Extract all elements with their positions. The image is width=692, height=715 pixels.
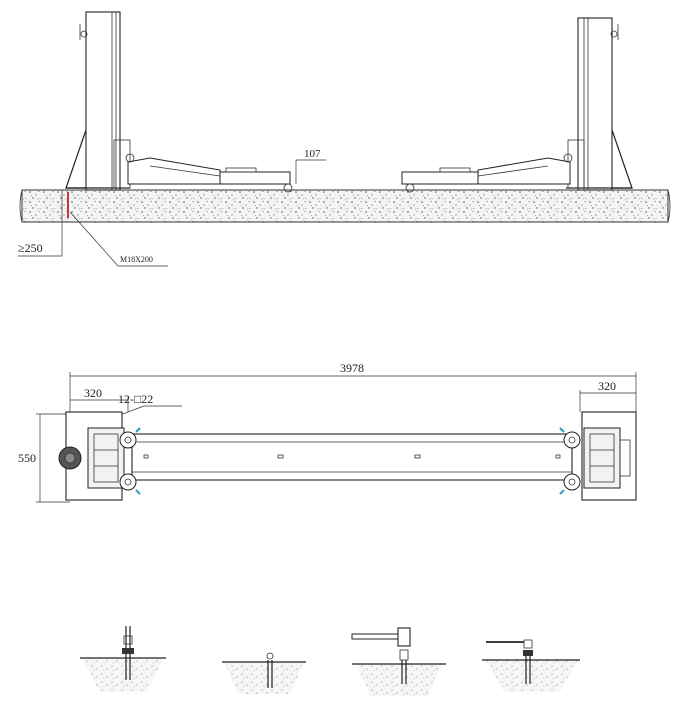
dim-depth: 550	[18, 413, 70, 503]
dim-depth-label: 550	[18, 451, 36, 465]
dim-overall-width: 3978	[69, 361, 637, 412]
right-column-plan	[559, 427, 631, 495]
dim-left-span-label: 320	[84, 386, 102, 400]
dim-overall-width-label: 3978	[340, 361, 364, 375]
dim-right-span: 320	[579, 379, 636, 412]
right-lift-arm	[401, 153, 573, 193]
step-4	[482, 639, 580, 692]
dim-anchor-depth: ≥250	[18, 189, 68, 257]
drill-bolt-icon	[122, 626, 134, 680]
floor-cover-rail	[131, 433, 573, 481]
step-1	[80, 626, 166, 692]
bolt-spec-label: M18X200	[120, 255, 153, 264]
step-2	[222, 652, 306, 694]
concrete-slab	[21, 189, 669, 223]
left-column	[65, 11, 131, 191]
dim-arm-height: 107	[295, 148, 326, 184]
step-3	[351, 627, 446, 696]
dim-left-span: 320	[70, 386, 129, 412]
installation-steps	[80, 626, 580, 696]
dim-anchor-depth-label: ≥250	[18, 241, 43, 255]
wrench-bolt-icon	[486, 639, 533, 684]
right-column	[566, 17, 633, 191]
left-column-plan	[58, 427, 141, 495]
insert-bolt-icon	[266, 652, 274, 688]
bolt-spec-leader: M18X200	[69, 211, 168, 267]
plan-view: 3978 320 320 12-□22 550	[18, 361, 637, 503]
elevation-view: 107 ≥250 M18X200	[18, 11, 671, 267]
hammer-bolt-icon	[351, 627, 411, 684]
dim-bolt-holes-label: 12-□22	[118, 392, 153, 406]
left-lift-arm	[125, 153, 293, 193]
dim-arm-height-label: 107	[304, 148, 321, 160]
dim-right-span-label: 320	[598, 379, 616, 393]
